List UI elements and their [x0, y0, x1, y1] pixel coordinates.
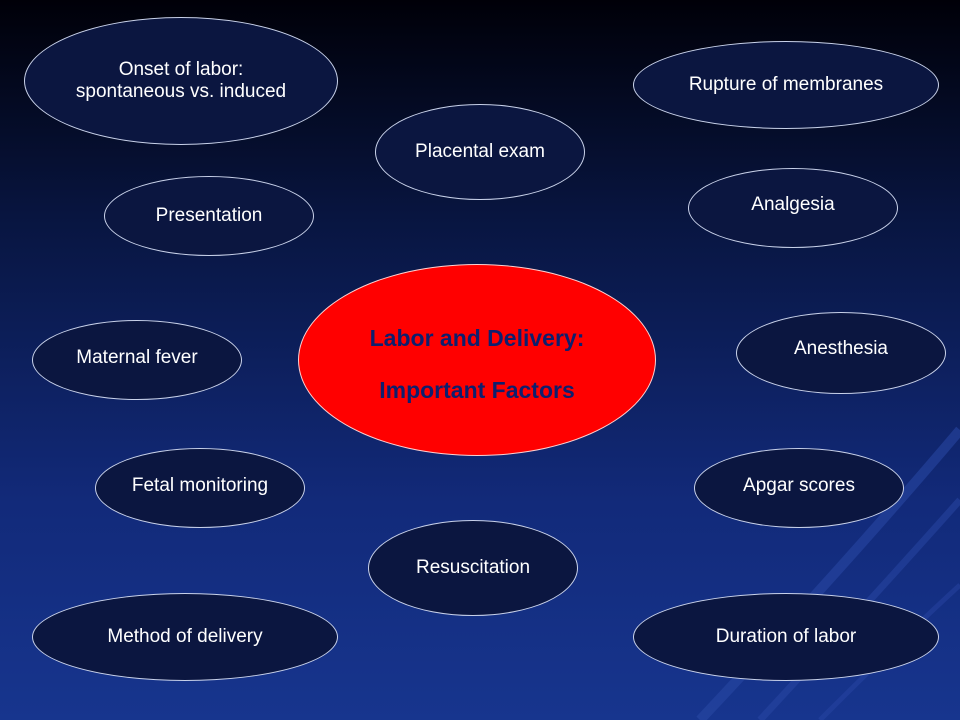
- central-topic-line-1: Labor and Delivery:: [369, 325, 585, 351]
- analgesia-label: Analgesia: [751, 194, 835, 215]
- factor-fetal-monitoring: Fetal monitoring: [95, 448, 305, 528]
- onset-line-1: Onset of labor:: [118, 59, 244, 80]
- factor-maternal-fever: Maternal fever: [32, 320, 242, 400]
- central-topic: Labor and Delivery: Important Factors: [298, 264, 656, 456]
- duration-label: Duration of labor: [715, 626, 857, 647]
- resuscitation-label: Resuscitation: [415, 557, 531, 578]
- rupture-label: Rupture of membranes: [688, 74, 884, 95]
- factor-onset-of-labor: Onset of labor: spontaneous vs. induced: [24, 17, 338, 145]
- factor-apgar-scores: Apgar scores: [694, 448, 904, 528]
- factor-resuscitation: Resuscitation: [368, 520, 578, 616]
- factor-rupture-of-membranes: Rupture of membranes: [633, 41, 939, 129]
- presentation-label: Presentation: [155, 205, 263, 226]
- factor-presentation: Presentation: [104, 176, 314, 256]
- central-topic-line-2: Important Factors: [379, 377, 575, 403]
- factor-analgesia: Analgesia: [688, 168, 898, 248]
- factor-anesthesia: Anesthesia: [736, 312, 946, 394]
- method-label: Method of delivery: [107, 626, 263, 647]
- fetal-monitoring-label: Fetal monitoring: [131, 475, 269, 496]
- anesthesia-label: Anesthesia: [793, 338, 888, 359]
- maternal-fever-label: Maternal fever: [76, 347, 198, 368]
- factor-placental-exam: Placental exam: [375, 104, 585, 200]
- onset-line-2: spontaneous vs. induced: [75, 81, 287, 102]
- apgar-label: Apgar scores: [743, 475, 855, 496]
- factor-method-of-delivery: Method of delivery: [32, 593, 338, 681]
- factor-duration-of-labor: Duration of labor: [633, 593, 939, 681]
- placental-label: Placental exam: [415, 141, 545, 162]
